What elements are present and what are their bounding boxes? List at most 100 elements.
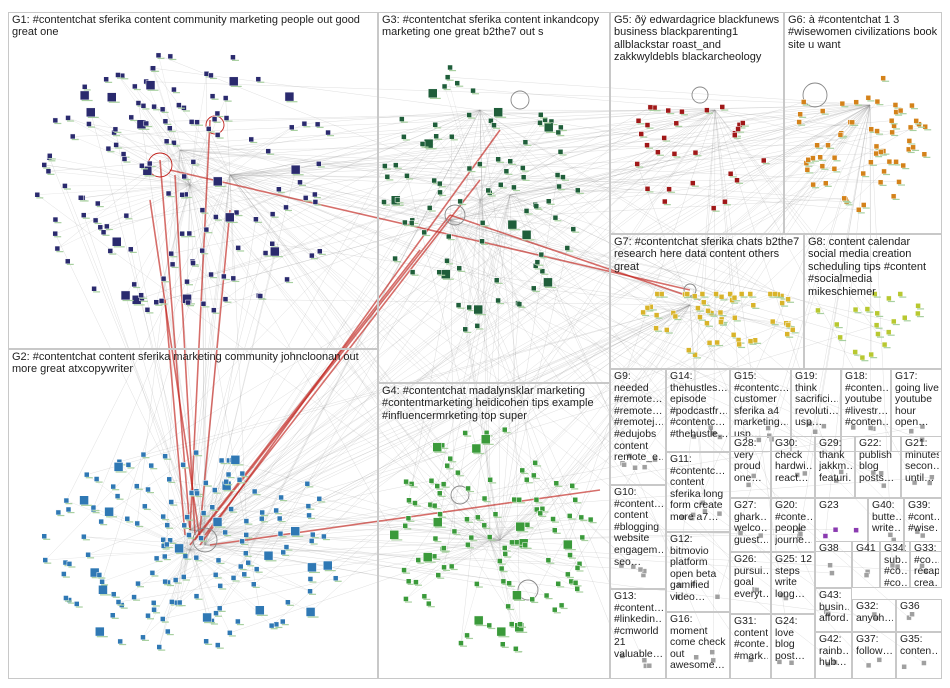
edge — [479, 151, 561, 201]
edge — [134, 86, 231, 176]
edge — [499, 323, 789, 541]
edge — [689, 304, 827, 612]
edge — [449, 130, 878, 221]
node-label-mark — [456, 85, 464, 87]
node — [788, 660, 795, 666]
edge — [189, 273, 446, 531]
node-label-mark — [571, 488, 579, 490]
edge — [88, 123, 191, 186]
node-label-mark — [857, 212, 865, 214]
edge — [143, 109, 716, 455]
node-label-mark — [112, 596, 120, 598]
node-label-mark — [876, 315, 884, 318]
edge — [37, 194, 501, 541]
edge — [414, 502, 491, 541]
node-label-mark — [146, 312, 154, 314]
edge — [479, 186, 560, 201]
edge — [479, 199, 520, 305]
node-label-mark — [241, 476, 249, 478]
node-label-mark — [899, 113, 907, 115]
edge — [714, 109, 868, 310]
node-label-mark — [430, 483, 438, 485]
node-label-mark — [499, 187, 507, 189]
edge — [449, 219, 656, 460]
node-label-mark — [147, 492, 155, 494]
strong-edge — [169, 169, 691, 291]
node-label-mark — [140, 168, 148, 170]
edge — [689, 304, 703, 503]
node-label-mark — [184, 558, 192, 560]
edge — [189, 529, 877, 619]
edge — [64, 184, 191, 187]
edge — [179, 149, 846, 200]
node-label-mark — [907, 151, 915, 154]
edge — [37, 184, 191, 195]
node-label-mark — [539, 125, 547, 127]
node-label-mark — [163, 558, 171, 561]
group-label: G15: #contentc… customer sferika a4 mark… — [734, 371, 788, 440]
node-label-mark — [44, 562, 52, 564]
node-label-mark — [649, 109, 657, 112]
node-label-mark — [87, 116, 99, 119]
node-label-mark — [66, 263, 74, 266]
edge — [489, 539, 504, 582]
node-label-mark — [244, 555, 252, 557]
strong-edge — [189, 119, 211, 531]
node-label-mark — [553, 532, 561, 534]
edge — [189, 549, 311, 592]
node-label-mark — [280, 499, 288, 502]
edge — [479, 109, 891, 535]
edge — [714, 109, 915, 483]
edge — [179, 149, 859, 210]
node — [929, 474, 935, 480]
edge — [217, 104, 871, 182]
node-label-mark — [512, 189, 520, 192]
group-panel-g7: G7: #contentchat sferika chats b2the7 re… — [610, 234, 804, 369]
node-label-mark — [166, 527, 174, 529]
edge — [179, 149, 900, 183]
node-label-mark — [839, 339, 847, 342]
node-label-mark — [450, 568, 458, 571]
node-label-mark — [816, 312, 824, 315]
node-label-mark — [386, 179, 394, 181]
node-label-mark — [502, 583, 510, 586]
edge — [517, 104, 871, 304]
node-label-mark — [63, 188, 71, 190]
node-label-mark — [504, 556, 512, 558]
node-label-mark — [285, 549, 293, 551]
group-panel-g32: G32: anyoh… — [852, 599, 896, 632]
node-label-mark — [162, 281, 170, 283]
node-label-mark — [129, 251, 137, 254]
group-panel-g13: G13: #content… #linkedin… #cmworld 21 va… — [610, 589, 666, 679]
node-label-mark — [912, 149, 920, 152]
node — [909, 611, 915, 618]
node-label-mark — [82, 539, 90, 541]
node-label-mark — [196, 124, 204, 126]
edge — [479, 109, 771, 295]
node-label-mark — [181, 197, 189, 199]
node-label-mark — [215, 615, 223, 617]
edge — [229, 174, 634, 567]
edge — [479, 109, 524, 178]
group-panel-g30: G30: check hardwi… react… — [771, 436, 815, 498]
node-label-mark — [241, 543, 249, 546]
node-label-mark — [275, 626, 283, 629]
node-label-mark — [694, 357, 702, 359]
node-label-mark — [774, 296, 782, 298]
node-label-mark — [434, 127, 442, 129]
edge — [229, 174, 782, 596]
node-label-mark — [182, 467, 190, 469]
node — [745, 482, 752, 488]
node-label-mark — [174, 582, 182, 584]
edge — [228, 460, 501, 541]
group-panel-g33: G33: #co… recap crea… — [910, 541, 942, 589]
edge — [479, 199, 549, 202]
node — [618, 562, 625, 569]
node-label-mark — [334, 580, 342, 582]
edge — [189, 123, 920, 531]
group-label: G8: content calendar social media creati… — [808, 236, 927, 298]
edge — [451, 539, 501, 567]
edge — [403, 539, 491, 571]
group-label: G17: going live youtube hour open… — [895, 371, 939, 429]
edge — [189, 183, 826, 531]
